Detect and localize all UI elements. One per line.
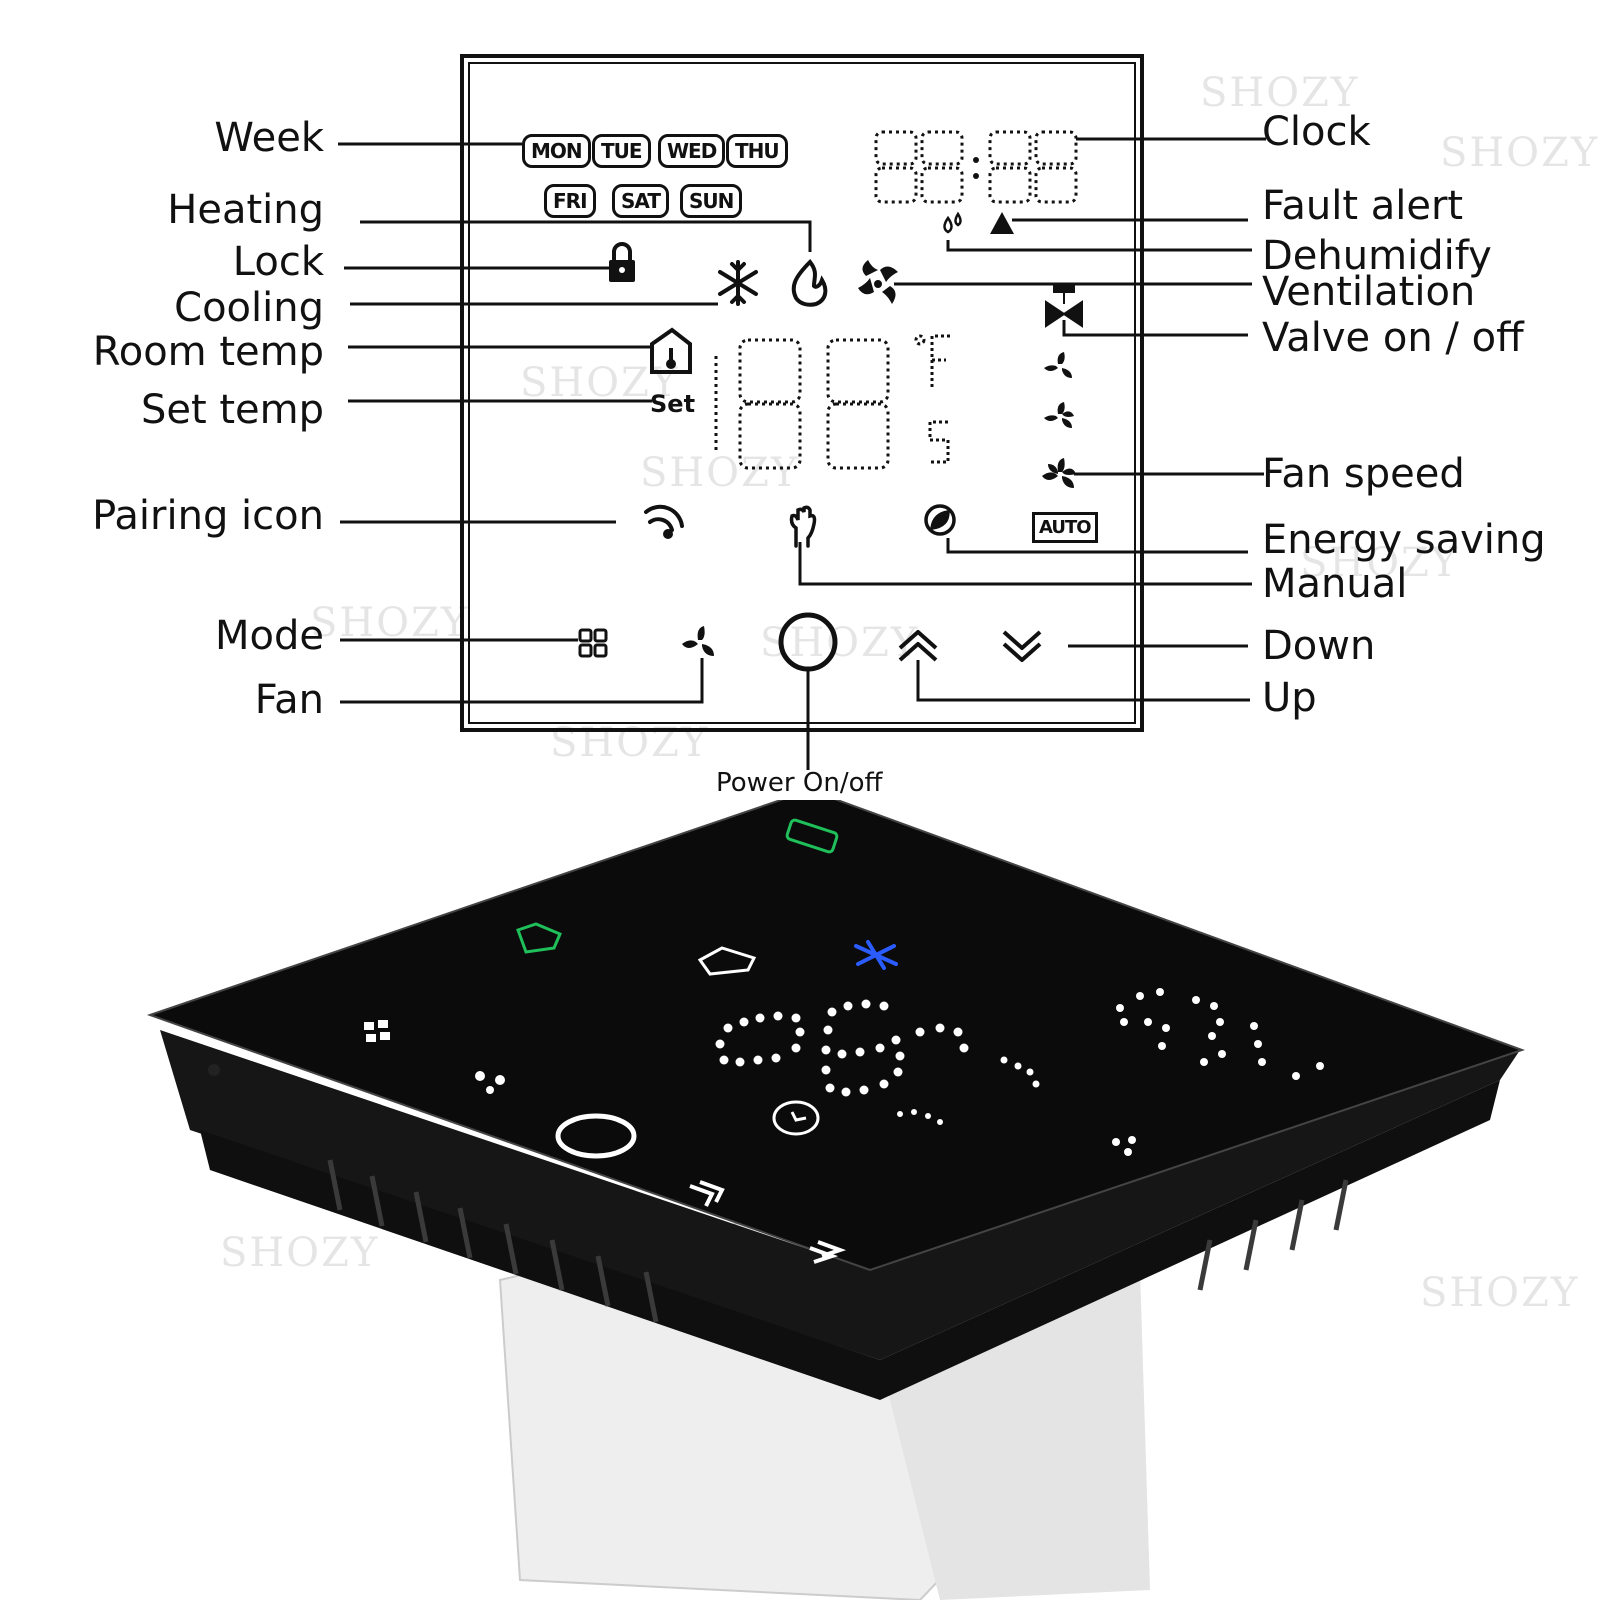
set-digit-icon — [928, 422, 948, 462]
lcd-icons — [0, 0, 1600, 800]
ventilation-icon — [858, 260, 898, 304]
valve-icon — [1046, 286, 1082, 326]
clock-colon-icon — [973, 157, 979, 163]
set-label: Set — [650, 390, 695, 418]
manual-hand-icon — [792, 507, 815, 546]
power-ring-icon — [781, 615, 835, 669]
snowflake-icon — [720, 262, 756, 304]
up-chevron-icon — [900, 632, 936, 660]
flame-icon — [794, 262, 826, 305]
auto-badge: AUTO — [1032, 512, 1098, 543]
energy-saving-icon — [926, 506, 954, 534]
dehumidify-icon — [945, 214, 961, 232]
fan-speed-icon — [1042, 352, 1076, 488]
fahrenheit-icon — [916, 336, 950, 388]
fan-button-icon — [682, 626, 714, 656]
clock-digits-icon — [876, 132, 1076, 202]
room-temp-icon — [652, 330, 690, 372]
lock-icon — [609, 244, 635, 282]
down-chevron-icon — [1004, 632, 1040, 660]
mode-icon — [580, 630, 606, 656]
warning-icon — [990, 212, 1014, 234]
thermostat-device — [0, 800, 1600, 1600]
pairing-icon — [646, 507, 682, 537]
temperature-digits-icon — [716, 340, 888, 468]
